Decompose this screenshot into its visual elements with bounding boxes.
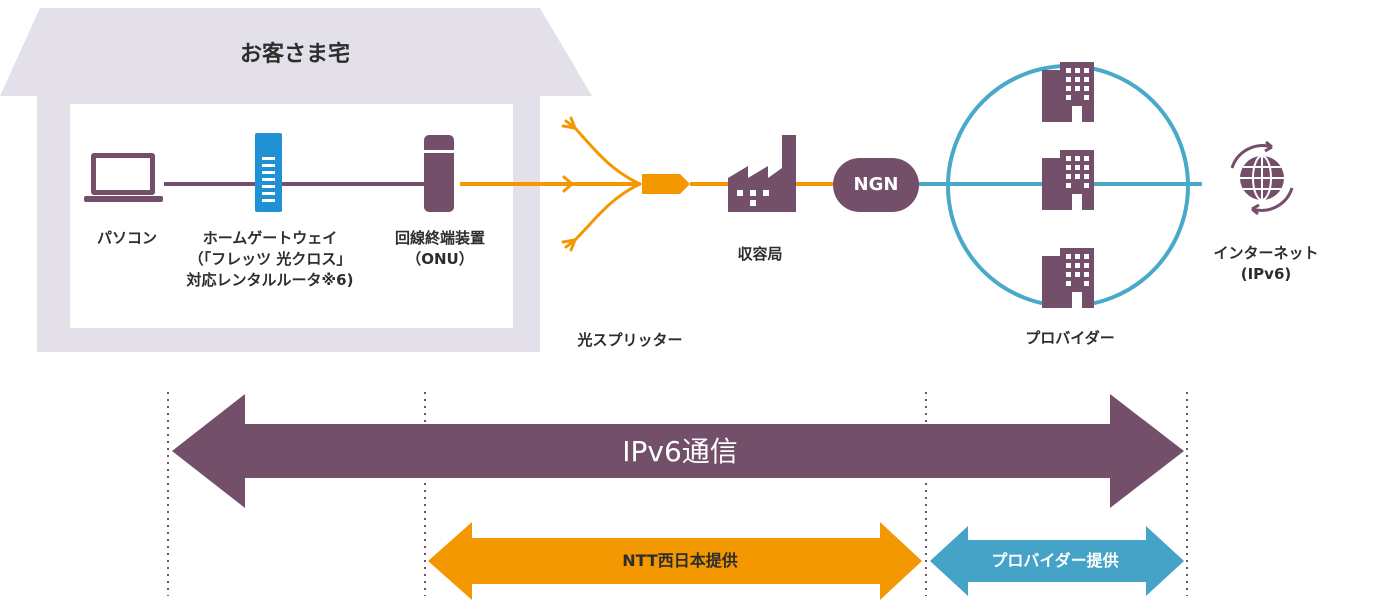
station-icon <box>728 135 796 212</box>
onu-label: 回線終端装置 （ONU） <box>375 228 505 270</box>
internet-label: インターネット (IPv6) <box>1196 243 1336 285</box>
house-shape <box>0 8 592 352</box>
ngn-cloud <box>833 158 919 212</box>
internet-label-line1: インターネット <box>1213 244 1319 262</box>
building-icon-top <box>1042 62 1094 122</box>
gateway-label: ホームゲートウェイ （「フレッツ 光クロス」 対応レンタルルータ※6) <box>150 228 390 291</box>
onu-label-line2: （ONU） <box>406 250 474 268</box>
gateway-icon <box>255 133 282 212</box>
ipv6-range-label: IPv6通信 <box>622 435 738 468</box>
building-icon-middle <box>1042 150 1094 210</box>
provider-label: プロバイダー <box>1025 329 1115 347</box>
onu-icon <box>424 135 454 212</box>
ngn-label: NGN <box>853 174 899 195</box>
station-label: 収容局 <box>737 245 783 263</box>
internet-label-line2: (IPv6) <box>1240 265 1292 283</box>
splitter-icon <box>558 116 642 252</box>
gateway-label-line2: （「フレッツ 光クロス」 <box>188 250 352 268</box>
onu-label-line1: 回線終端装置 <box>394 229 485 247</box>
gateway-label-line1: ホームゲートウェイ <box>202 229 338 247</box>
ipv6-range-arrow <box>172 394 1184 508</box>
range-dividers <box>167 392 1188 596</box>
building-icon-bottom <box>1042 248 1094 308</box>
gateway-label-line3: 対応レンタルルータ※6) <box>186 271 354 289</box>
house-title: お客さま宅 <box>239 42 350 67</box>
provider-range-label: プロバイダー提供 <box>991 551 1119 570</box>
ntt-range-arrow <box>428 522 922 600</box>
splitter-label: 光スプリッター <box>577 331 683 349</box>
splitter-body <box>642 174 690 194</box>
laptop-icon <box>84 153 163 202</box>
pc-label: パソコン <box>96 229 157 247</box>
provider-range-arrow <box>930 526 1184 596</box>
ntt-range-label: NTT西日本提供 <box>622 551 738 570</box>
globe-icon <box>1230 140 1294 216</box>
